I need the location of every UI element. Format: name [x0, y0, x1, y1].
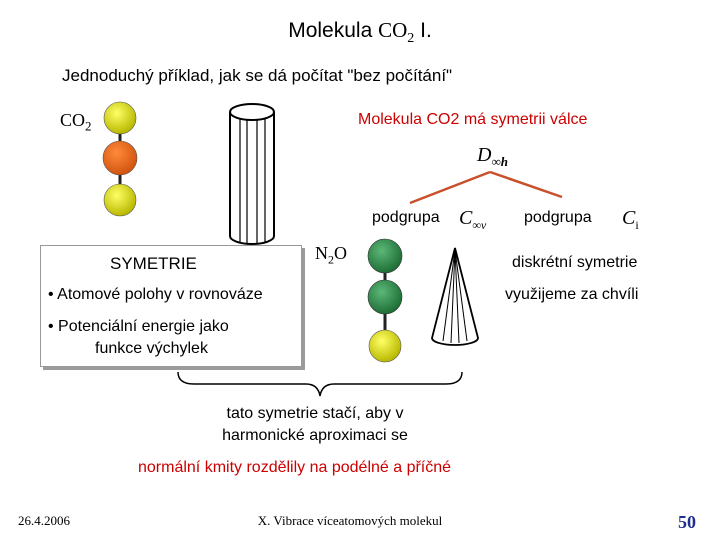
- n2o-label-sub: 2: [328, 252, 334, 267]
- left-subgroup-sub: ∞v: [472, 218, 487, 232]
- n2o-label-tail: O: [334, 243, 347, 263]
- conclusion-red-text: normální kmity rozdělily na podélné a př…: [138, 459, 452, 476]
- co2-label-sub: 2: [85, 118, 92, 134]
- symmetry-box-title: SYMETRIE: [110, 254, 197, 273]
- curly-brace: [177, 371, 463, 397]
- slide-subtitle: Jednoduchý příklad, jak se dá počítat "b…: [62, 66, 453, 85]
- n2o-label: N2O: [315, 243, 347, 268]
- n2o-molecule: [367, 238, 403, 363]
- symmetry-bullet-1: • Atomové polohy v rovnováze: [48, 286, 263, 303]
- right-subgroup-symbol: Ci: [622, 207, 639, 233]
- n2o-label-main: N: [315, 243, 328, 263]
- footer-date: 26.4.2006: [18, 513, 70, 528]
- left-subgroup-main: C: [459, 207, 473, 229]
- co2-oxygen-top-atom: [103, 101, 137, 135]
- n2o-nitrogen-middle-atom: [367, 279, 403, 315]
- group-branch-lines: [409, 170, 563, 205]
- n2o-nitrogen-top-atom: [367, 238, 403, 274]
- left-subgroup-label: podgrupa: [372, 209, 440, 226]
- title-suffix: I.: [414, 19, 432, 42]
- conclusion-line-2: harmonické aproximaci se: [222, 427, 408, 444]
- group-d-main: D: [477, 144, 492, 166]
- page-number: 50: [678, 512, 696, 532]
- title-prefix: Molekula: [288, 19, 379, 42]
- use-later-text: využijeme za chvíli: [505, 286, 639, 303]
- group-d-infinity-h: D∞h: [477, 144, 508, 170]
- co2-oxygen-bottom-atom: [103, 183, 137, 217]
- left-subgroup-symbol: C∞v: [459, 207, 486, 233]
- right-subgroup-main: C: [622, 207, 636, 229]
- group-d-sub: ∞h: [491, 154, 508, 169]
- co2-molecule: [102, 101, 138, 217]
- conclusion-line-1: tato symetrie stačí, aby v: [226, 405, 404, 422]
- n2o-oxygen-atom: [368, 329, 402, 363]
- footer-course: X. Vibrace víceatomových molekul: [257, 513, 443, 528]
- co2-carbon-atom: [102, 140, 138, 176]
- symmetry-bullet-2-line-2: funkce výchylek: [95, 340, 208, 357]
- symmetry-box: [40, 245, 302, 367]
- co2-label: CO2: [60, 110, 92, 135]
- discrete-symmetry-text: diskrétní symetrie: [512, 254, 638, 271]
- slide-title: Molekula CO2 I.: [0, 18, 720, 47]
- symmetry-bullet-2-line-1: • Potenciální energie jako: [48, 318, 229, 335]
- cylinder-symmetry-text: Molekula CO2 má symetrii válce: [358, 111, 588, 128]
- right-subgroup-label: podgrupa: [524, 209, 592, 226]
- right-subgroup-sub: i: [635, 218, 639, 232]
- cone-shape: [431, 247, 479, 346]
- cylinder-shape: [229, 103, 275, 245]
- co2-label-main: CO: [60, 110, 86, 130]
- title-formula: CO: [378, 18, 408, 42]
- title-formula-sub: 2: [407, 31, 415, 47]
